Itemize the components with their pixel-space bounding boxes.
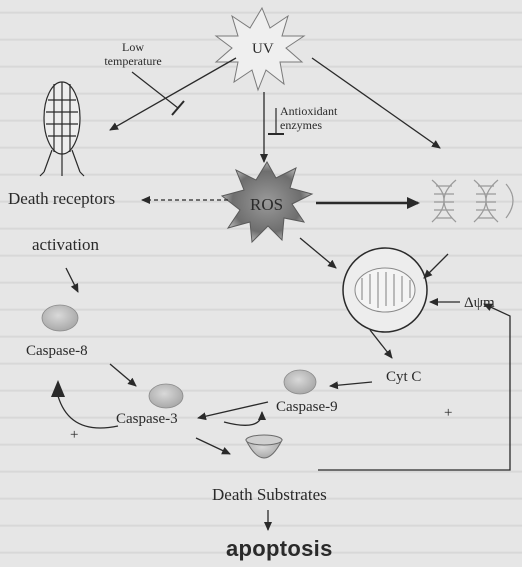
cytc-label: Cyt C	[386, 370, 421, 385]
arrow-ros-to-mitochondrion	[300, 238, 336, 268]
caspase9-blob-icon	[284, 370, 316, 394]
arrow-uv-to-dna	[312, 58, 440, 148]
arrow-mitochondrion-to-cytc	[370, 330, 392, 358]
arrow-death-receptors-to-caspase8	[66, 268, 78, 292]
plus-sign-left: +	[70, 428, 78, 443]
inhibition-low-temperature	[132, 72, 184, 115]
arrow-caspase8-to-caspase3	[110, 364, 136, 386]
arrow-caspase3-to-death-substrates	[196, 438, 230, 454]
caspase3-label: Caspase-3	[116, 412, 178, 427]
antioxidant-enzymes-label: Antioxidant enzymes	[280, 104, 356, 132]
mitochondrion-icon	[343, 248, 427, 332]
feedback-caspase3-to-caspase8	[58, 396, 118, 428]
feedback-arrowhead-left	[51, 380, 65, 397]
caspase9-label: Caspase-9	[276, 400, 338, 415]
feedback-caspase3-to-caspase9	[224, 412, 262, 425]
caspase8-blob-icon	[42, 305, 78, 331]
apoptosis-label: apoptosis	[226, 538, 333, 560]
arrow-cytc-to-caspase9	[330, 382, 372, 386]
arrow-caspase9-to-caspase3	[198, 402, 268, 418]
death-substrates-label: Death Substrates	[212, 486, 327, 503]
plus-sign-right: +	[444, 406, 452, 421]
low-temperature-label: Low temperature	[104, 40, 162, 68]
ros-label: ROS	[250, 196, 283, 213]
death-substrate-icon	[246, 435, 282, 458]
death-receptor-icon	[40, 82, 84, 176]
caspase8-label: Caspase-8	[26, 344, 88, 359]
caspase3-blob-icon	[149, 384, 183, 408]
delta-psi-label: Δψm	[464, 296, 495, 311]
dna-damage-icon	[432, 180, 513, 222]
loop-death-substrates-to-delta-psi	[318, 304, 510, 470]
death-receptors-label: Death receptors	[8, 190, 115, 207]
activation-label: activation	[32, 236, 99, 253]
arrow-into-mitochondrion	[424, 254, 448, 278]
uv-label: UV	[252, 42, 274, 57]
arrow-uv-to-death-receptors	[110, 58, 236, 130]
